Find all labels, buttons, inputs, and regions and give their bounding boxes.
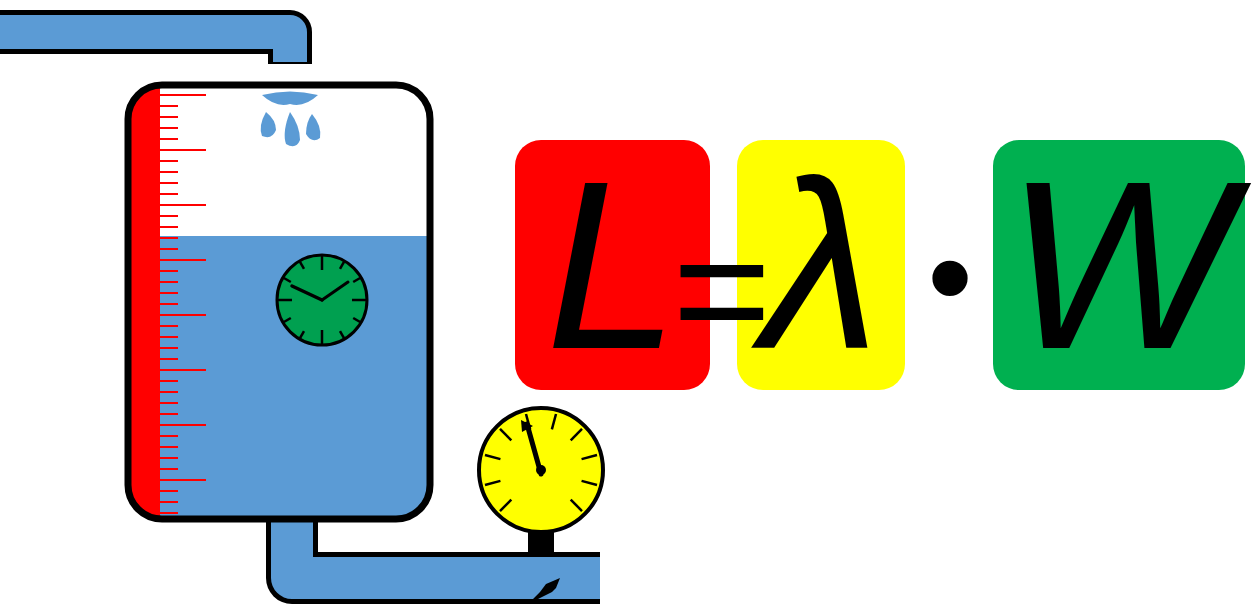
ruler-ticks — [158, 95, 206, 519]
water-drops — [261, 92, 321, 147]
level-ruler — [128, 85, 160, 519]
flow-gauge — [479, 408, 603, 532]
water — [128, 236, 430, 519]
wait-clock — [277, 255, 367, 345]
formula-symbol: W — [1006, 145, 1233, 385]
multiply-dot: • — [927, 211, 973, 341]
formula-symbol: L — [546, 145, 679, 385]
wait-box: W — [993, 140, 1245, 390]
inlet-pipe — [0, 32, 290, 62]
equals-sign: = — [672, 205, 771, 375]
tank-outline — [128, 85, 430, 519]
inlet-pipe-outline — [0, 32, 290, 64]
valve — [528, 578, 560, 604]
formula-symbol: λ — [762, 145, 880, 385]
